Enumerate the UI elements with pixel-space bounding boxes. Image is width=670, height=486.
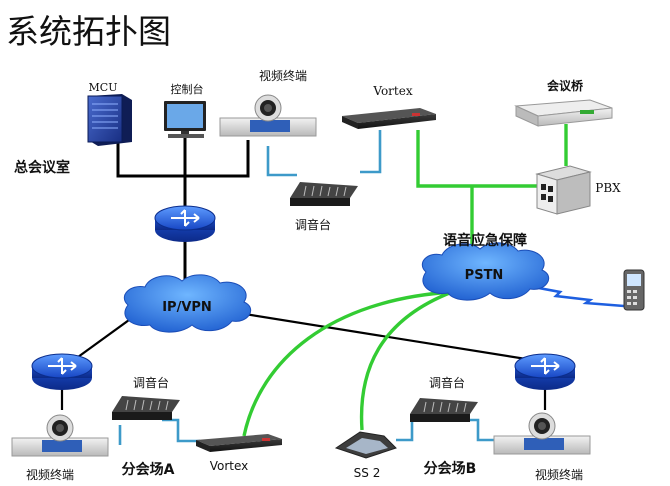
mcu-label: MCU [89, 81, 118, 94]
router-icon [514, 353, 576, 390]
pstn-label: PSTN [465, 268, 504, 283]
console-monitor-icon [164, 101, 206, 138]
mixer-icon [410, 398, 478, 422]
main-room-label: 总会议室 [14, 159, 70, 176]
pbx-label: PBX [595, 181, 621, 195]
bridge-label: 会议桥 [547, 78, 584, 93]
branch-a-vortex-label: Vortex [210, 459, 249, 473]
router-icon [154, 205, 216, 242]
wan-links [60, 310, 547, 410]
video-terminal-icon [11, 414, 109, 457]
voice-backup-label: 语音应急保障 [443, 232, 527, 249]
mixer-icon [112, 396, 180, 420]
branch-b-phone-label: SS 2 [354, 466, 381, 480]
ipvpn-cloud: IP/VPN [123, 274, 252, 333]
wireless-link-icon [527, 284, 625, 308]
main-mixer-label: 调音台 [295, 217, 331, 232]
router-icon [31, 353, 93, 390]
branch-b-mixer-label: 调音台 [429, 375, 465, 390]
vortex-device-icon [196, 434, 282, 452]
branch-a-terminal-label: 视频终端 [26, 467, 74, 482]
conference-phone-icon [334, 431, 397, 459]
mobile-phone-icon [623, 269, 645, 311]
branch-a-site-label: 分会场A [122, 461, 175, 478]
video-terminal-icon [219, 94, 317, 137]
conference-bridge-icon [514, 99, 613, 127]
branch-b-site-label: 分会场B [424, 460, 477, 477]
console-label: 控制台 [171, 82, 204, 96]
ipvpn-label: IP/VPN [162, 300, 212, 315]
pbx-icon [535, 165, 592, 215]
mixer-icon [290, 182, 358, 206]
page-title: 系统拓扑图 [6, 12, 171, 51]
pstn-links [242, 124, 568, 437]
mcu-server-icon [87, 94, 132, 146]
video-terminal-icon [493, 412, 591, 455]
branch-b-terminal-label: 视频终端 [535, 467, 583, 482]
main-video-terminal-label: 视频终端 [259, 68, 307, 83]
vortex-device-icon [342, 108, 436, 129]
vortex-main-label: Vortex [372, 84, 412, 98]
branch-a-mixer-label: 调音台 [133, 375, 169, 390]
pstn-cloud: PSTN [421, 242, 550, 301]
